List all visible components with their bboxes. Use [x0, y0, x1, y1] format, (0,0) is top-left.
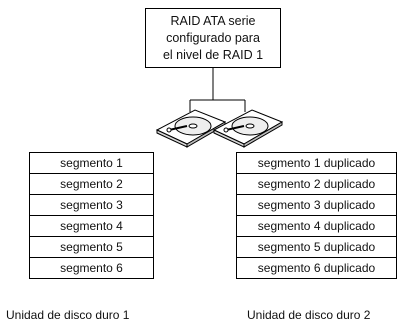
controller-line-2: configurado para — [166, 30, 260, 45]
table-row: segmento 4 duplicado — [236, 215, 397, 237]
drive-1-segment-table: segmento 1 segmento 2 segmento 3 segment… — [29, 152, 154, 279]
table-row: segmento 6 — [29, 257, 154, 279]
segment-cell: segmento 4 — [29, 215, 154, 237]
table-row: segmento 2 — [29, 173, 154, 195]
segment-cell: segmento 3 duplicado — [236, 194, 397, 216]
controller-line-3: el nivel de RAID 1 — [162, 47, 264, 62]
segment-cell: segmento 5 duplicado — [236, 236, 397, 258]
segment-cell: segmento 5 — [29, 236, 154, 258]
table-row: segmento 1 — [29, 152, 154, 174]
segment-cell: segmento 6 duplicado — [236, 257, 397, 279]
drive-2-segment-table: segmento 1 duplicado segmento 2 duplicad… — [236, 152, 397, 279]
hard-drive-1-icon — [155, 109, 227, 148]
table-row: segmento 5 — [29, 236, 154, 258]
table-row: segmento 4 — [29, 215, 154, 237]
controller-line-1: RAID ATA serie — [170, 13, 256, 28]
raid-controller-box: RAID ATA serie configurado para el nivel… — [145, 8, 281, 68]
hard-drive-2-icon — [212, 109, 284, 148]
segment-cell: segmento 2 duplicado — [236, 173, 397, 195]
table-row: segmento 3 duplicado — [236, 194, 397, 216]
segment-cell: segmento 1 duplicado — [236, 152, 397, 174]
segment-cell: segmento 6 — [29, 257, 154, 279]
segment-cell: segmento 4 duplicado — [236, 215, 397, 237]
drive-2-caption: Unidad de disco duro 2 — [247, 308, 371, 322]
table-row: segmento 2 duplicado — [236, 173, 397, 195]
table-row: segmento 6 duplicado — [236, 257, 397, 279]
table-row: segmento 5 duplicado — [236, 236, 397, 258]
table-row: segmento 3 — [29, 194, 154, 216]
segment-cell: segmento 3 — [29, 194, 154, 216]
segment-cell: segmento 1 — [29, 152, 154, 174]
drive-1-caption: Unidad de disco duro 1 — [6, 308, 130, 322]
table-row: segmento 1 duplicado — [236, 152, 397, 174]
segment-cell: segmento 2 — [29, 173, 154, 195]
